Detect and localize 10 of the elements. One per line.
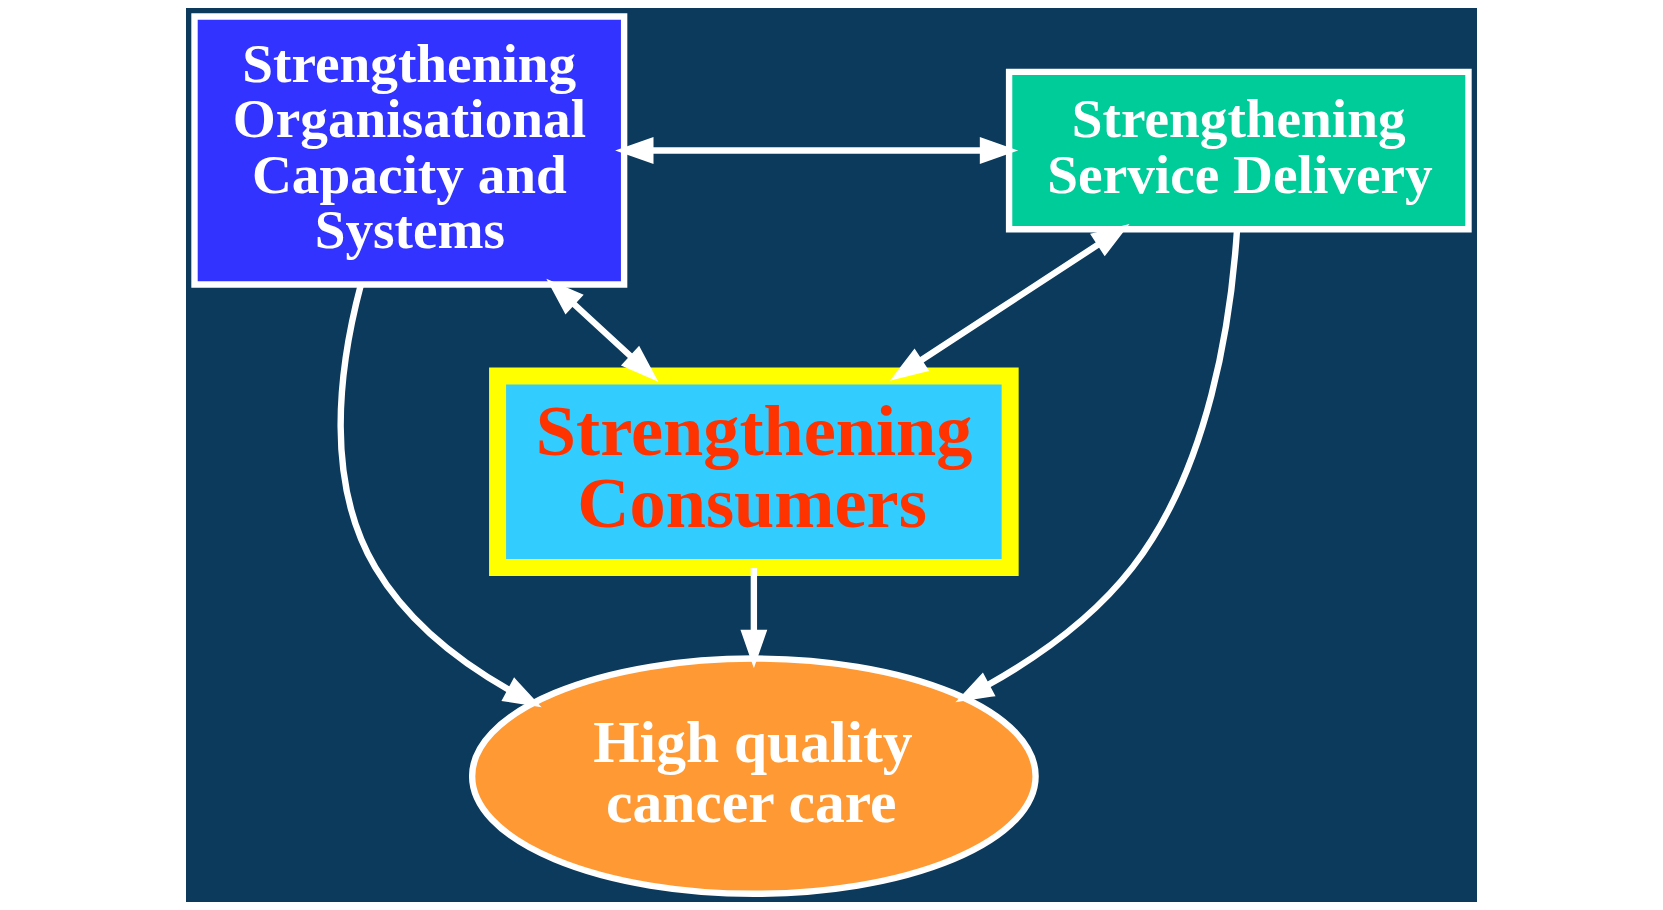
arrow — [889, 224, 1130, 381]
arrow — [615, 137, 1019, 164]
arrow — [740, 568, 768, 669]
arrow — [337, 284, 542, 708]
node-box: Strengthening Organisational Capacity and Systems — [191, 13, 628, 288]
node-box: Strengthening Consumers — [489, 367, 1019, 576]
arrow — [546, 278, 659, 382]
node-ellipse: High quality cancer care — [468, 655, 1039, 897]
arrow — [955, 229, 1241, 703]
node-box: Strengthening Service Delivery — [1005, 68, 1472, 233]
